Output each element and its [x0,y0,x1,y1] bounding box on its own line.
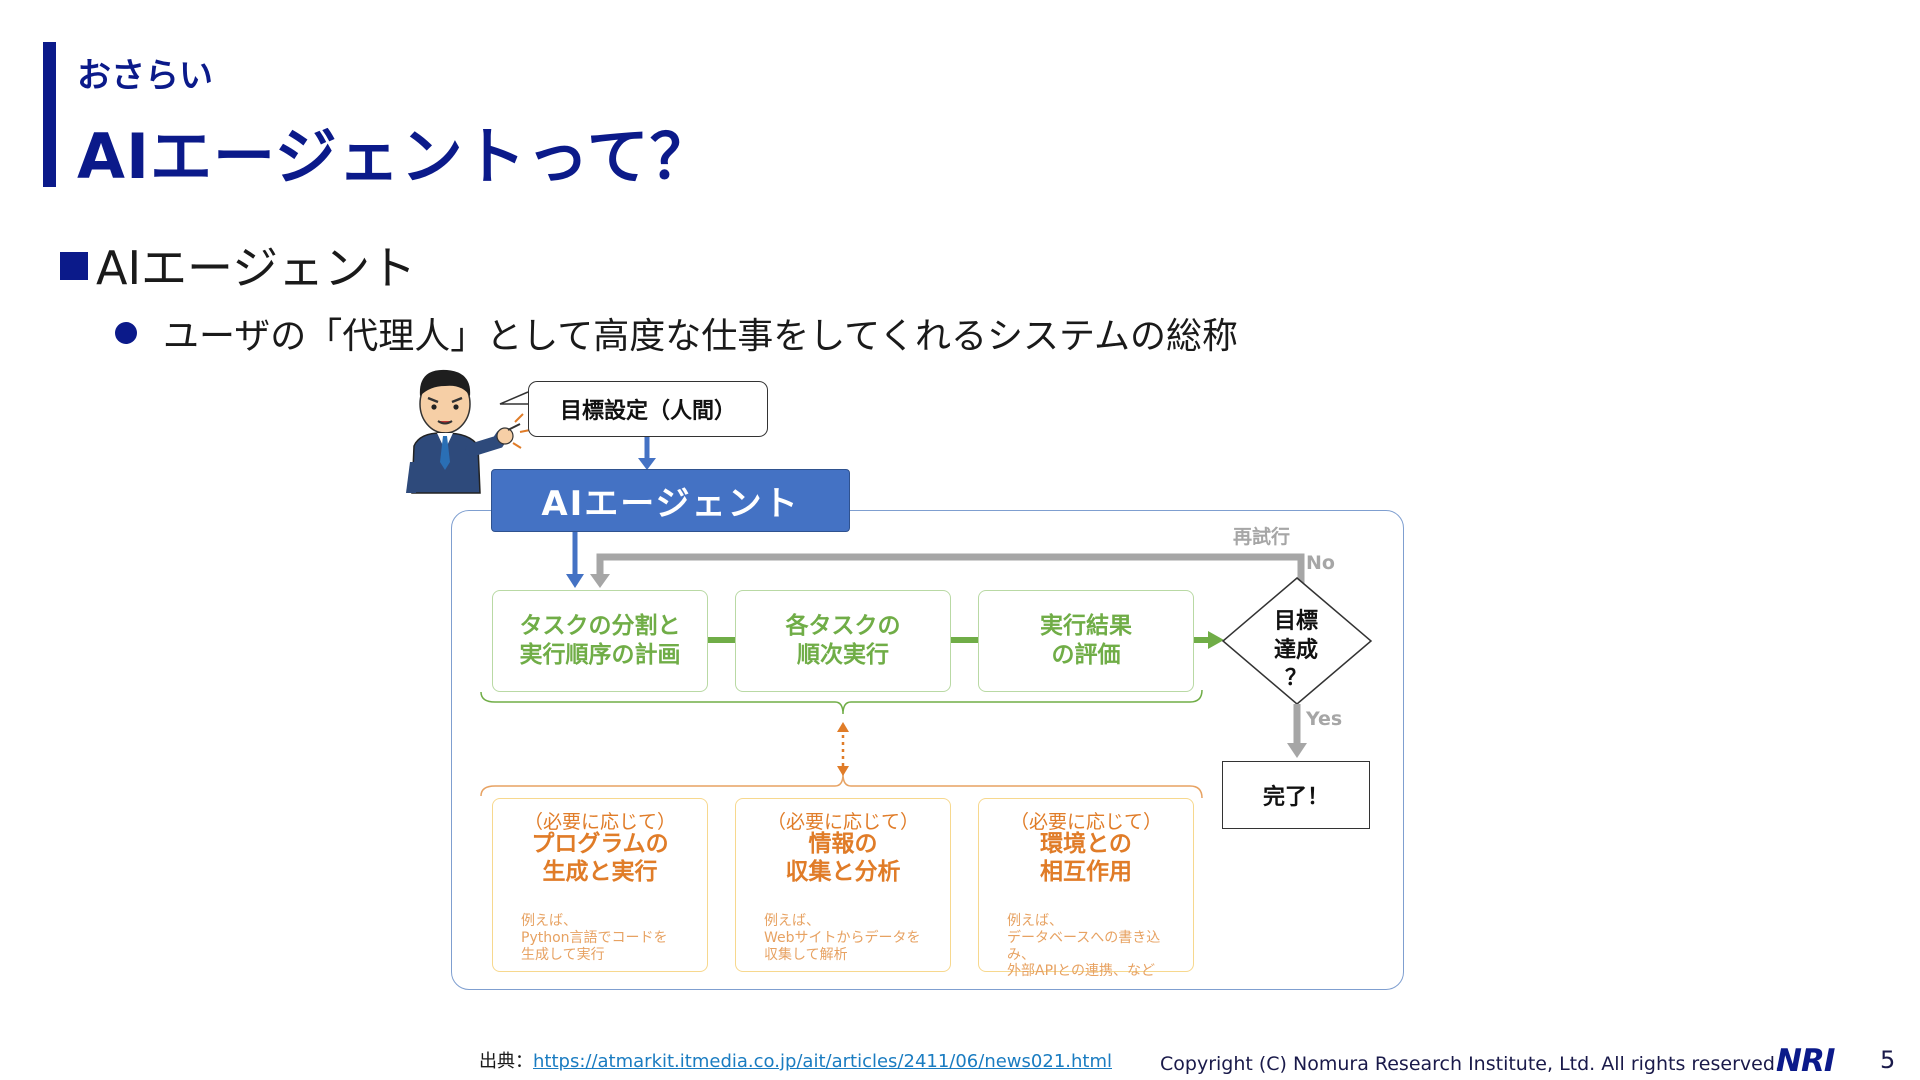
retry-label: 再試行 [1233,526,1291,548]
tool-example: 例えば、データベースへの書き込み、外部APIとの連携、など [1007,913,1161,980]
bullet-level2-text: ユーザの「代理人」として高度な仕事をしてくれるシステムの総称 [163,316,1238,357]
source-prefix: 出典： [479,1051,533,1072]
page-number: 5 [1880,1046,1896,1074]
tool-example: 例えば、Python言語でコードを生成して実行 [521,913,668,963]
step-task-planning: タスクの分割と実行順序の計画 [492,590,708,692]
tool-program-generation: （必要に応じて） プログラムの生成と実行 例えば、Python言語でコードを生成… [492,798,708,972]
agent-scope-frame [451,510,1404,990]
tool-name: 情報の収集と分析 [785,831,901,885]
decision-line: 目標 [1273,609,1318,634]
tool-note: （必要に応じて） [766,811,919,833]
bullet-level1: AIエージェント [60,232,416,298]
step-line: 順次実行 [797,642,889,668]
section-eyebrow: おさらい [77,56,213,96]
copyright-notice: Copyright (C) Nomura Research Institute,… [1160,1053,1781,1075]
yes-label: Yes [1306,708,1343,730]
tool-name: 環境との相互作用 [1040,831,1132,885]
tool-example: 例えば、Webサイトからデータを収集して解析 [764,913,921,963]
slide-title: AIエージェントって？ [77,120,713,193]
bullet-level2: ユーザの「代理人」として高度な仕事をしてくれるシステムの総称 [115,307,1238,359]
step-sequential-execution: 各タスクの順次実行 [735,590,951,692]
ai-agent-box: AIエージェント [491,469,850,532]
decision-label: 目標 達成 ？ [1255,608,1337,694]
no-label: No [1306,552,1335,574]
step-line: 実行順序の計画 [519,642,681,668]
decision-line: ？ [1284,666,1307,692]
step-line: 実行結果 [1040,613,1132,640]
goal-setting-bubble: 目標設定（人間） [528,381,768,437]
step-line: タスクの分割と [519,613,681,640]
footer-source: 出典：https://atmarkit.itmedia.co.jp/ait/ar… [479,1047,1112,1073]
tool-information-analysis: （必要に応じて） 情報の収集と分析 例えば、Webサイトからデータを収集して解析 [735,798,951,972]
done-box: 完了！ [1222,761,1370,829]
tool-name: プログラムの生成と実行 [531,831,669,885]
source-link[interactable]: https://atmarkit.itmedia.co.jp/ait/artic… [533,1051,1112,1072]
circle-bullet-icon [115,322,137,344]
bullet-level1-text: AIエージェント [96,241,417,295]
businessman-icon [406,369,531,494]
tool-note: （必要に応じて） [1009,811,1162,833]
tool-note: （必要に応じて） [523,811,676,833]
decision-line: 達成 [1273,637,1318,663]
nri-logo: NRI [1776,1043,1835,1079]
tool-environment-interaction: （必要に応じて） 環境との相互作用 例えば、データベースへの書き込み、外部API… [978,798,1194,979]
step-line: の評価 [1051,642,1121,668]
step-result-evaluation: 実行結果の評価 [978,590,1194,692]
step-line: 各タスクの [785,613,901,640]
title-accent-bar [43,42,56,187]
square-bullet-icon [60,252,88,280]
